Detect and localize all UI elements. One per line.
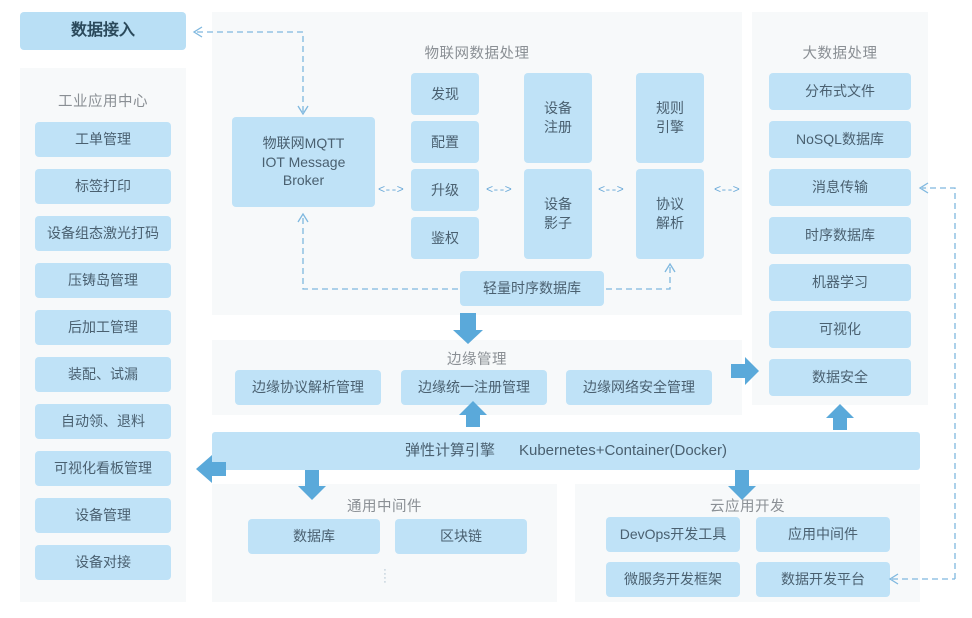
- panel-title-iot-data-processing: 物联网数据处理: [424, 46, 530, 62]
- iot-protocol-parsing[interactable]: 协议 解析: [636, 169, 704, 259]
- bigdata-item-data-security[interactable]: 数据安全: [769, 359, 911, 396]
- edge-item-protocol-parsing[interactable]: 边缘协议解析管理: [235, 370, 381, 405]
- app-item-device-management[interactable]: 设备管理: [35, 498, 171, 533]
- app-item-work-order[interactable]: 工单管理: [35, 122, 171, 157]
- bigdata-item-nosql-db[interactable]: NoSQL数据库: [769, 121, 911, 158]
- bigdata-item-timeseries-db[interactable]: 时序数据库: [769, 217, 911, 254]
- app-item-post-processing[interactable]: 后加工管理: [35, 310, 171, 345]
- panel-title-industrial-app-center: 工业应用中心: [58, 94, 148, 110]
- iot-device-shadow[interactable]: 设备 影子: [524, 169, 592, 259]
- middleware-item-database[interactable]: 数据库: [248, 519, 380, 554]
- connector-ops-to-device: <-->: [486, 183, 512, 197]
- iot-op-discover[interactable]: 发现: [411, 73, 479, 115]
- elastic-compute-engine-label-cn: 弹性计算引擎: [404, 441, 495, 459]
- edge-item-unified-register[interactable]: 边缘统一注册管理: [401, 370, 547, 405]
- elastic-compute-engine-bar[interactable]: 弹性计算引擎 Kubernetes+Container(Docker): [212, 432, 920, 470]
- iot-device-register[interactable]: 设备 注册: [524, 73, 592, 163]
- connector-broker-to-ops: <-->: [378, 183, 404, 197]
- app-item-device-laser-marking[interactable]: 设备组态激光打码: [35, 216, 171, 251]
- connector-engine-to-bigdata: <-->: [714, 183, 740, 197]
- iot-op-config[interactable]: 配置: [411, 121, 479, 163]
- iot-mqtt-broker[interactable]: 物联网MQTT IOT Message Broker: [232, 117, 375, 207]
- iot-lightweight-timeseries-db[interactable]: 轻量时序数据库: [460, 271, 604, 306]
- app-item-assembly-leak-test[interactable]: 装配、试漏: [35, 357, 171, 392]
- cloud-item-devops-tools[interactable]: DevOps开发工具: [606, 517, 740, 552]
- arrowhead-to-data-access: [192, 26, 203, 38]
- panel-title-bigdata-processing: 大数据处理: [802, 46, 878, 62]
- app-item-die-casting-island[interactable]: 压铸岛管理: [35, 263, 171, 298]
- iot-op-auth[interactable]: 鉴权: [411, 217, 479, 259]
- cloud-item-data-dev-platform[interactable]: 数据开发平台: [756, 562, 890, 597]
- bigdata-item-distributed-file[interactable]: 分布式文件: [769, 73, 911, 110]
- connector-device-to-engine: <-->: [598, 183, 624, 197]
- panel-title-common-middleware: 通用中间件: [347, 499, 422, 515]
- middleware-more-indicator: ····: [383, 564, 387, 588]
- panel-title-cloud-app-dev: 云应用开发: [710, 499, 785, 515]
- bigdata-item-machine-learning[interactable]: 机器学习: [769, 264, 911, 301]
- elastic-compute-engine-label-en: Kubernetes+Container(Docker): [518, 441, 728, 459]
- data-access-header[interactable]: 数据接入: [20, 12, 186, 50]
- cloud-item-microservice-framework[interactable]: 微服务开发框架: [606, 562, 740, 597]
- bigdata-item-message-transport[interactable]: 消息传输: [769, 169, 911, 206]
- iot-rule-engine[interactable]: 规则 引擎: [636, 73, 704, 163]
- iot-op-upgrade[interactable]: 升级: [411, 169, 479, 211]
- app-item-auto-material[interactable]: 自动领、退料: [35, 404, 171, 439]
- cloud-item-app-middleware[interactable]: 应用中间件: [756, 517, 890, 552]
- panel-title-edge-management: 边缘管理: [447, 352, 507, 368]
- bigdata-item-visualization[interactable]: 可视化: [769, 311, 911, 348]
- app-item-visual-dashboard[interactable]: 可视化看板管理: [35, 451, 171, 486]
- app-item-device-docking[interactable]: 设备对接: [35, 545, 171, 580]
- edge-item-network-security[interactable]: 边缘网络安全管理: [566, 370, 712, 405]
- middleware-item-blockchain[interactable]: 区块链: [395, 519, 527, 554]
- arrow-compute-to-bigdata: [826, 404, 854, 430]
- app-item-label-print[interactable]: 标签打印: [35, 169, 171, 204]
